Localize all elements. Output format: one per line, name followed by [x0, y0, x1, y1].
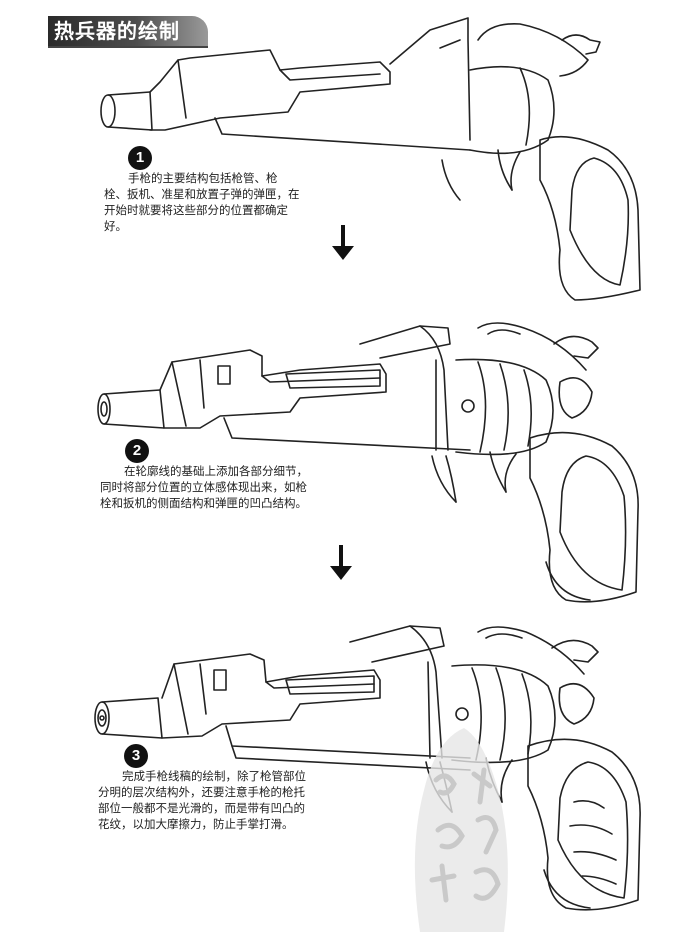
step-number-3: 3 — [124, 744, 148, 768]
arrow-down-icon — [330, 545, 352, 580]
header-underline — [48, 46, 208, 48]
pistol-sketch-step-1 — [100, 17, 641, 301]
step-description-1: 手枪的主要结构包括枪管、枪栓、扳机、准星和放置子弹的弹匣，在开始时就要将这些部分… — [104, 171, 300, 233]
pistol-sketch-step-3 — [94, 625, 641, 911]
step-number-2: 2 — [125, 439, 149, 463]
step-description-2: 在轮廓线的基础上添加各部分细节，同时将部分位置的立体感体现出来，如枪栓和扳机的侧… — [100, 464, 308, 510]
arrow-down-icon — [332, 225, 354, 260]
header-tab — [48, 16, 208, 46]
pistol-sketch-step-2 — [97, 322, 639, 603]
seal-watermark — [380, 700, 550, 932]
step-number-1: 1 — [128, 146, 152, 170]
page-title: 热兵器的绘制 — [54, 19, 180, 43]
step-description-3: 完成手枪线稿的绘制，除了枪管部位分明的层次结构外，还要注意手枪的枪托部位一般都不… — [98, 769, 306, 831]
